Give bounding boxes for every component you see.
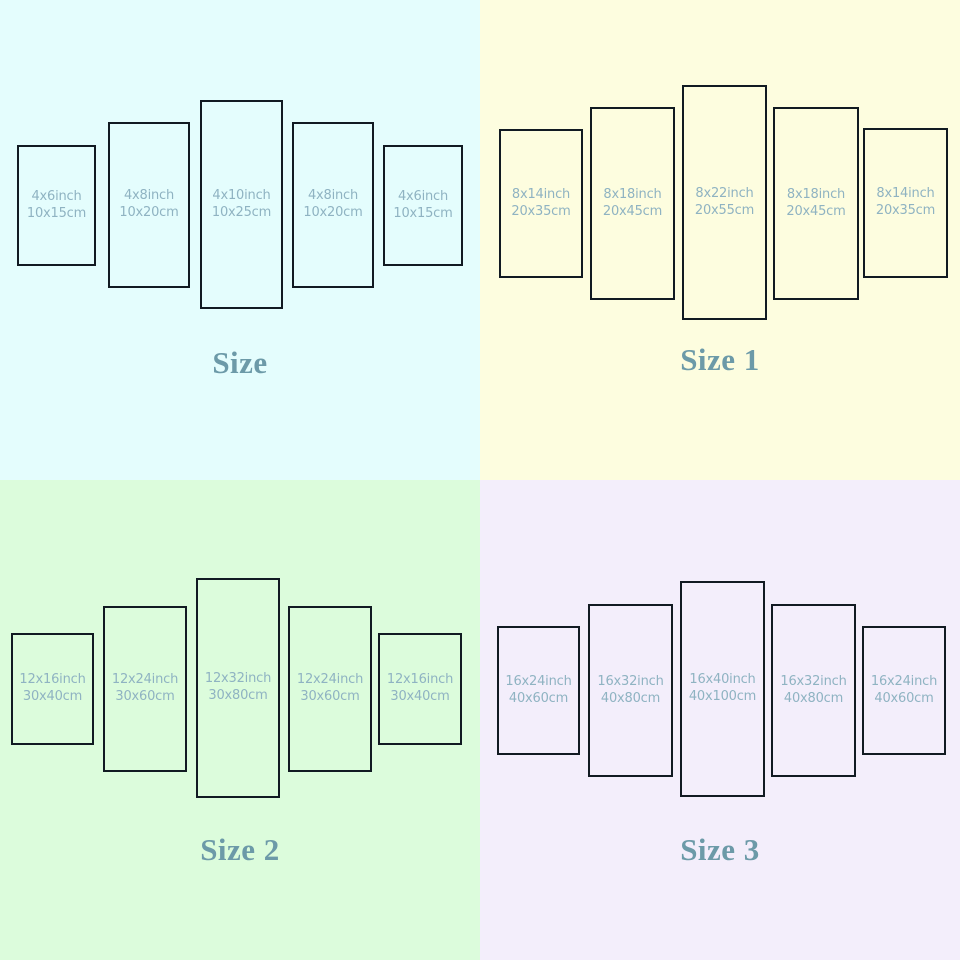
panel-size-cm: 10x20cm — [119, 205, 179, 220]
panel-size-cm: 40x80cm — [783, 690, 844, 706]
panel-size-inch: 8x18inch — [786, 186, 846, 202]
panel-size-cm: 40x80cm — [600, 690, 661, 706]
panel-size-inch: 12x16inch — [19, 672, 86, 688]
panel-size-cm: 30x60cm — [115, 689, 175, 704]
panel-size-inch: 16x40inch — [689, 672, 756, 688]
panel-size-inch: 8x18inch — [603, 186, 662, 202]
panel-size-cm: 20x35cm — [511, 203, 571, 219]
panel-size-cm: 20x55cm — [694, 202, 755, 218]
panel-size-inch: 4x8inch — [123, 188, 175, 204]
quadrant-title-size-3: Size 3 — [680, 832, 760, 867]
quadrant-title-size: Size — [212, 345, 268, 380]
panel-size-inch: 16x32inch — [597, 673, 664, 689]
panel-size-inch: 12x24inch — [296, 672, 364, 688]
panel-size-cm: 10x20cm — [303, 205, 363, 220]
panel-size-cm: 30x40cm — [390, 689, 450, 704]
panel-size-inch: 12x24inch — [111, 672, 179, 688]
panel-size-cm: 40x60cm — [508, 690, 569, 706]
panel-size-inch: 12x16inch — [386, 672, 454, 688]
panel-size-inch: 16x24inch — [505, 673, 572, 689]
panel-size-inch: 4x10inch — [212, 187, 271, 203]
panel-size-cm: 10x15cm — [26, 205, 87, 221]
panel-size-cm: 40x60cm — [874, 690, 934, 706]
quadrant-title-size-2: Size 2 — [200, 832, 280, 867]
panel-size-cm: 10x25cm — [211, 204, 272, 220]
panel-size-inch: 12x32inch — [204, 671, 272, 687]
panel-size-cm: 30x80cm — [208, 688, 268, 703]
panel-size-cm: 40x100cm — [688, 689, 757, 704]
panel-size-cm: 20x35cm — [875, 203, 936, 218]
panel-size-inch: 4x6inch — [31, 188, 82, 204]
quadrant-title-size-1: Size 1 — [680, 342, 760, 377]
panel-size-inch: 4x6inch — [397, 188, 449, 204]
panel-size-inch: 8x14inch — [876, 186, 935, 202]
panel-size-cm: 20x45cm — [786, 203, 846, 219]
panel-size-inch: 16x24inch — [870, 673, 938, 689]
panel-size-inch: 4x8inch — [307, 188, 359, 204]
panel-size-cm: 30x60cm — [300, 689, 360, 704]
panel-size-inch: 8x22inch — [695, 185, 754, 201]
panel-size-inch: 8x14inch — [511, 186, 571, 202]
panel-size-cm: 20x45cm — [602, 203, 663, 219]
panel-size-cm: 30x40cm — [22, 689, 83, 704]
panel-size-cm: 10x15cm — [393, 205, 453, 221]
panel-size-inch: 16x32inch — [780, 673, 847, 689]
